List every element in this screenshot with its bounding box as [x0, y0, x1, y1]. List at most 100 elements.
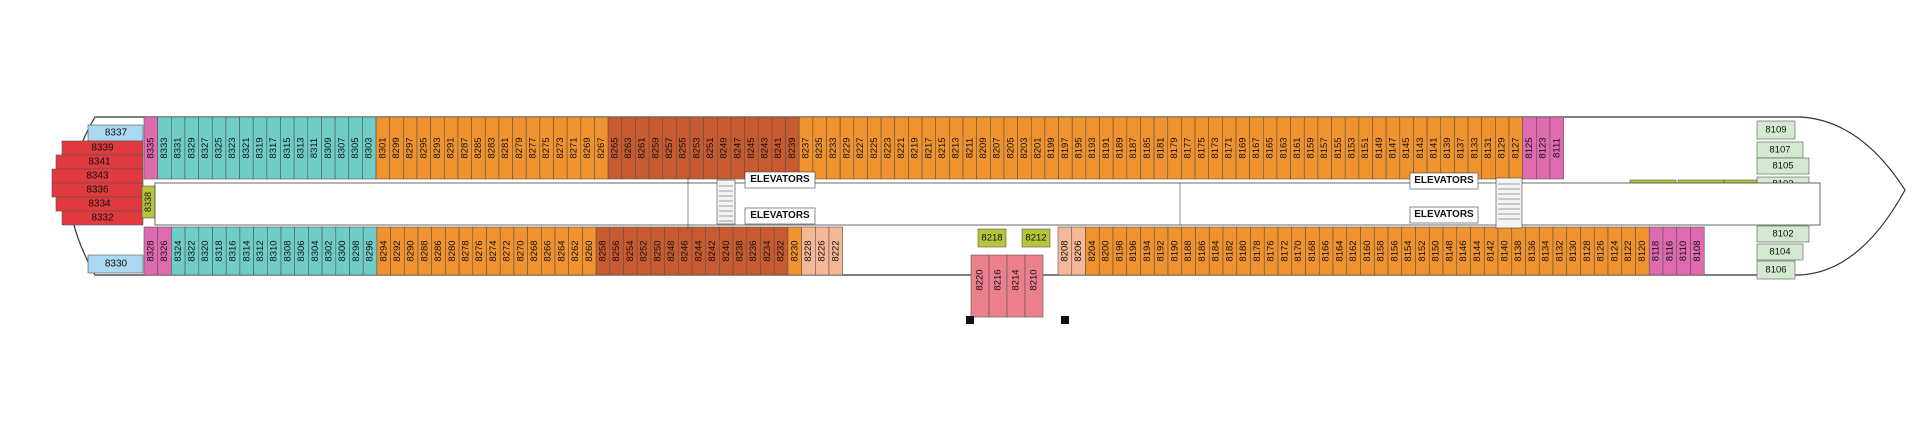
cabin-number-8272: 8272 — [502, 240, 513, 261]
cabin-number-8276: 8276 — [474, 240, 485, 261]
cabin-number-8166: 8166 — [1321, 240, 1332, 261]
cabin-number-8292: 8292 — [392, 240, 403, 261]
cabin-number-8242: 8242 — [707, 240, 718, 261]
cabin-8104 — [1756, 243, 1804, 261]
cabin-number-8212: 8212 — [1025, 233, 1046, 244]
cabin-number-8185: 8185 — [1142, 137, 1153, 158]
cabin-number-8208: 8208 — [1059, 240, 1070, 261]
cabin-number-8172: 8172 — [1279, 240, 1290, 261]
cabin-number-8110: 8110 — [1678, 241, 1689, 261]
cabin-number-8180: 8180 — [1238, 240, 1249, 261]
cabin-number-8218: 8218 — [981, 233, 1002, 244]
cabin-number-8304: 8304 — [310, 240, 321, 261]
cabin-number-8321: 8321 — [241, 137, 252, 158]
elevator-box — [744, 207, 816, 225]
cabin-number-8239: 8239 — [787, 137, 798, 158]
elevator-box — [1409, 206, 1479, 224]
cabin-8330 — [87, 254, 144, 274]
cabin-number-8140: 8140 — [1499, 240, 1510, 261]
cabin-number-8152: 8152 — [1417, 240, 1428, 261]
cabin-number-8280: 8280 — [447, 240, 458, 261]
cabin-number-8147: 8147 — [1387, 137, 1398, 158]
corridor-layer — [154, 171, 1821, 230]
cabin-number-8270: 8270 — [515, 240, 526, 261]
cabin-number-8165: 8165 — [1265, 137, 1276, 158]
cabin-number-8199: 8199 — [1046, 137, 1057, 158]
cabin-8106 — [1756, 260, 1796, 280]
cabin-8102 — [1756, 225, 1810, 243]
marker-square — [966, 316, 974, 324]
cabin-number-8310: 8310 — [269, 240, 280, 261]
cabin-number-8299: 8299 — [391, 137, 402, 158]
cabin-number-8238: 8238 — [734, 240, 745, 261]
cabin-number-8111: 8111 — [1551, 138, 1562, 158]
cabin-number-8274: 8274 — [488, 240, 499, 261]
cabin-number-8189: 8189 — [1114, 137, 1125, 158]
cabin-number-8118: 8118 — [1651, 241, 1662, 261]
cabin-number-8303: 8303 — [364, 137, 375, 158]
cabin-number-8216: 8216 — [993, 269, 1004, 290]
elevators-label-aft-top: ELEVATORS — [750, 174, 810, 185]
cabin-number-8171: 8171 — [1224, 137, 1235, 158]
cabin-number-8265: 8265 — [609, 137, 620, 158]
cabin-number-8298: 8298 — [351, 240, 362, 261]
cabin-number-8323: 8323 — [227, 137, 238, 158]
cabin-number-8129: 8129 — [1497, 137, 1508, 158]
cabin-number-8154: 8154 — [1403, 240, 1414, 261]
cabin-number-8206: 8206 — [1073, 240, 1084, 261]
cabin-number-8278: 8278 — [460, 240, 471, 261]
cabin-number-8314: 8314 — [241, 240, 252, 261]
cabin-number-8283: 8283 — [487, 137, 498, 158]
cabin-number-8221: 8221 — [896, 137, 907, 158]
cabin-number-8123: 8123 — [1538, 137, 1549, 158]
cabin-number-8313: 8313 — [295, 137, 306, 158]
cabin-number-8144: 8144 — [1472, 240, 1483, 261]
cabin-number-8122: 8122 — [1623, 240, 1634, 261]
cabin-number-8244: 8244 — [693, 240, 704, 261]
cabin-number-8194: 8194 — [1142, 240, 1153, 261]
cabin-number-8243: 8243 — [760, 137, 771, 158]
cabin-number-8133: 8133 — [1469, 137, 1480, 158]
cabin-8111 — [1549, 116, 1564, 180]
cabin-number-8324: 8324 — [173, 240, 184, 261]
cabin-number-8170: 8170 — [1293, 240, 1304, 261]
elevators-label-fwd-bottom: ELEVATORS — [1414, 209, 1474, 220]
cabin-number-8192: 8192 — [1156, 240, 1167, 261]
cabin-8109 — [1756, 120, 1796, 140]
cabin-number-8252: 8252 — [639, 240, 650, 261]
cabin-8105 — [1756, 157, 1810, 175]
cabin-number-8209: 8209 — [978, 137, 989, 158]
cabin-number-8296: 8296 — [365, 240, 376, 261]
cabin-number-8264: 8264 — [556, 240, 567, 261]
cabin-number-8297: 8297 — [405, 137, 416, 158]
cabin-number-8150: 8150 — [1431, 240, 1442, 261]
cabin-number-8234: 8234 — [762, 240, 773, 261]
cabin-number-8182: 8182 — [1224, 240, 1235, 261]
cabin-number-8287: 8287 — [459, 137, 470, 158]
cabin-number-8339: 8339 — [91, 143, 114, 154]
cabin-number-8259: 8259 — [650, 137, 661, 158]
cabin-number-8294: 8294 — [378, 240, 389, 261]
cabin-number-8288: 8288 — [419, 240, 430, 261]
cabin-number-8226: 8226 — [817, 240, 828, 261]
cabin-number-8322: 8322 — [186, 240, 197, 261]
cabin-number-8176: 8176 — [1266, 240, 1277, 261]
cabin-number-8300: 8300 — [337, 240, 348, 261]
cabin-number-8137: 8137 — [1456, 137, 1467, 158]
cabin-number-8315: 8315 — [282, 137, 293, 158]
cabin-number-8108: 8108 — [1692, 240, 1703, 261]
cabin-number-8136: 8136 — [1527, 240, 1538, 261]
cabin-number-8235: 8235 — [814, 137, 825, 158]
cabin-number-8335: 8335 — [145, 137, 156, 158]
cabin-number-8316: 8316 — [228, 240, 239, 261]
cabin-number-8337: 8337 — [105, 128, 128, 139]
cabin-number-8210: 8210 — [1029, 269, 1040, 290]
cabin-number-8151: 8151 — [1360, 137, 1371, 158]
cabin-number-8250: 8250 — [652, 240, 663, 261]
cabin-number-8196: 8196 — [1128, 240, 1139, 261]
cabin-number-8188: 8188 — [1183, 240, 1194, 261]
cabin-number-8319: 8319 — [255, 137, 266, 158]
cabin-number-8302: 8302 — [323, 240, 334, 261]
cabin-number-8309: 8309 — [323, 137, 334, 158]
elevator-box — [744, 171, 816, 189]
